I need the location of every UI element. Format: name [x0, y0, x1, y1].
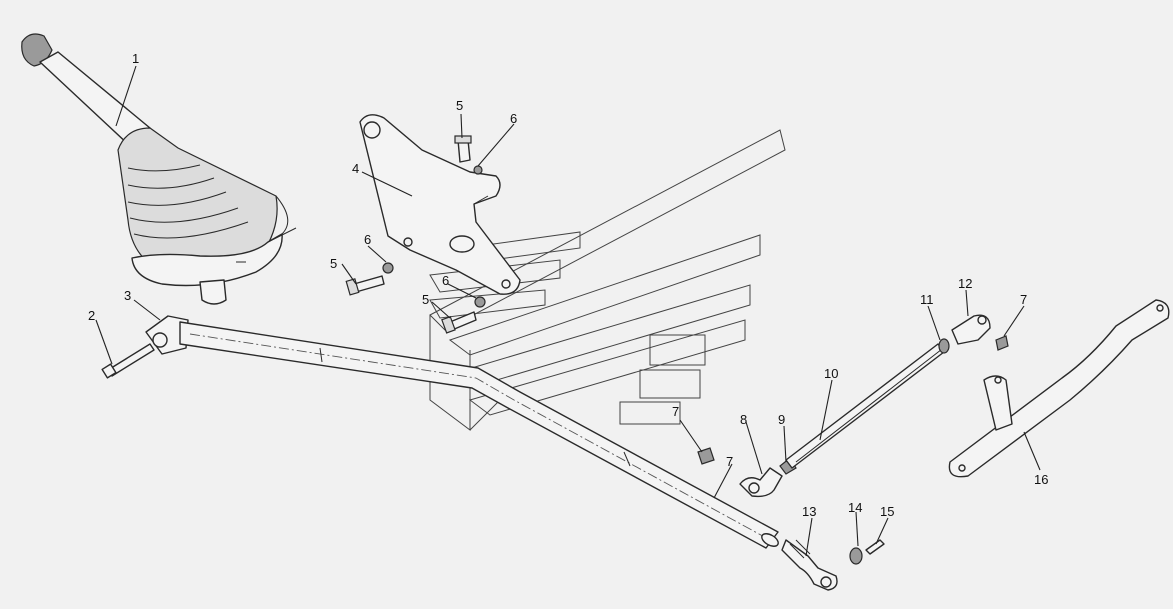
- callout-5a: 5: [456, 98, 463, 113]
- callout-15: 15: [880, 504, 894, 519]
- bolt-washer-set: [345, 135, 486, 334]
- mounting-plate-part-16: [948, 299, 1170, 478]
- shift-rod-part-3: [145, 315, 779, 549]
- leader-lines: [95, 65, 1041, 557]
- callout-7c: 7: [726, 454, 733, 469]
- bolt-part-2: [101, 343, 155, 379]
- callout-6c: 6: [442, 273, 449, 288]
- callout-5b: 5: [330, 256, 337, 271]
- callout-9: 9: [778, 412, 785, 427]
- callout-11: 11: [920, 292, 934, 307]
- callout-4: 4: [352, 161, 359, 176]
- callout-6a: 6: [510, 111, 517, 126]
- gear-lever-assembly: [21, 33, 297, 305]
- callout-3: 3: [124, 288, 131, 303]
- linkage-rod-assembly: [697, 314, 1009, 498]
- callout-14: 14: [848, 500, 862, 515]
- callout-12: 12: [958, 276, 972, 291]
- lower-rod-end-assembly: [781, 539, 885, 591]
- callout-7a: 7: [672, 404, 679, 419]
- callout-10: 10: [824, 366, 838, 381]
- callout-16: 16: [1034, 472, 1048, 487]
- callout-labels: 1 2 3 4 5 6 6 5 6 5 7 8 9 10 11 12 7 13 …: [88, 51, 1048, 519]
- callout-1: 1: [132, 51, 139, 66]
- callout-5c: 5: [422, 292, 429, 307]
- callout-7b: 7: [1020, 292, 1027, 307]
- callout-2: 2: [88, 308, 95, 323]
- bracket-part-4: [359, 114, 521, 295]
- callout-6b: 6: [364, 232, 371, 247]
- callout-13: 13: [802, 504, 816, 519]
- callout-8: 8: [740, 412, 747, 427]
- watermark-logo: [429, 129, 786, 431]
